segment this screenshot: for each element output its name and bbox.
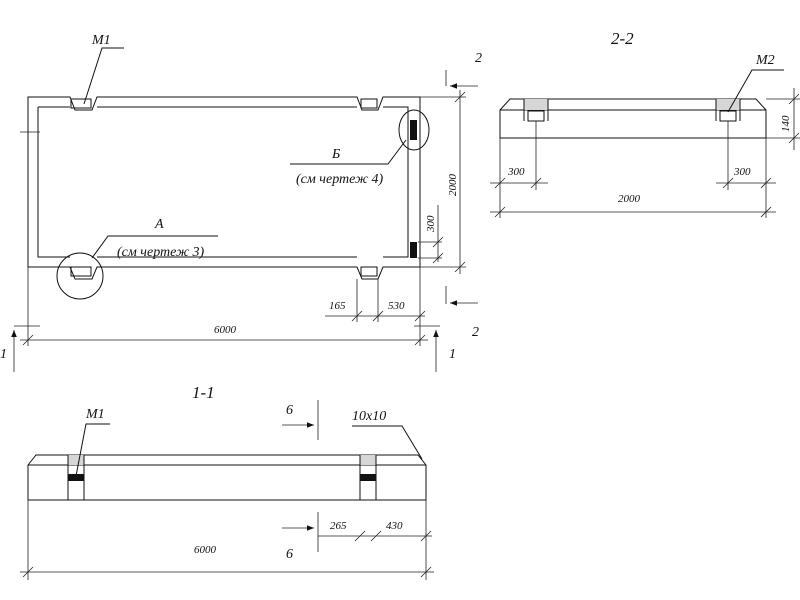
dim-tick: [432, 236, 444, 248]
callout-a-circle: [56, 252, 104, 300]
plan-plate-bottom-right: [360, 266, 378, 277]
section-1-1-insert-left: [68, 474, 84, 481]
callout-b-circle: [398, 109, 430, 151]
dim-tick: [454, 91, 466, 103]
section-2-2-plate-left: [527, 110, 545, 122]
dim-300-label: 300: [425, 215, 437, 233]
cut-1-right-label: 1: [449, 347, 456, 362]
dim-tick: [454, 261, 466, 273]
callout-b-leader: [290, 139, 407, 165]
dim-530-label: 530: [388, 300, 405, 312]
dim-tick: [788, 93, 800, 105]
dim-length-label: 6000: [214, 324, 237, 336]
dim-430-label: 430: [386, 520, 403, 532]
dim-140-label: 140: [780, 115, 792, 132]
section-1-1-m1-leader: [75, 423, 110, 477]
plan-outline: [27, 96, 421, 280]
dim-tick: [722, 177, 734, 189]
section-2-2-plate-right: [719, 110, 737, 122]
m2-label: М2: [755, 53, 775, 68]
dim-tick: [494, 206, 506, 218]
m1-leader: [83, 47, 124, 105]
dim-tick: [370, 530, 382, 542]
dim-tick: [372, 310, 384, 322]
plan-plate-top-right: [360, 98, 378, 109]
dim-tick: [760, 177, 772, 189]
plan-inner-outline: [37, 106, 409, 258]
plan-insert-300: [410, 242, 417, 258]
section-2-2-wall-left: [524, 99, 548, 110]
cut-1-left-label: 1: [0, 347, 7, 362]
callout-a-ref: (см чертеж 3): [117, 245, 205, 260]
dim-tick: [351, 310, 363, 322]
plan-plate-m1-top-left: [70, 98, 92, 109]
section-1-1-wall-left: [68, 455, 84, 465]
cut-6-bottom-label: 6: [286, 547, 293, 562]
chamfer-leader: [352, 425, 423, 460]
plan-plate-bottom-left: [70, 266, 92, 277]
dim-tick: [22, 334, 34, 346]
dim-tick: [22, 566, 34, 578]
dim-height-label: 2000: [447, 174, 459, 197]
m2-leader: [727, 69, 784, 113]
cut-6-top-label: 6: [286, 403, 293, 418]
dim-tick: [354, 530, 366, 542]
dim-tick: [420, 530, 432, 542]
callout-a-leader: [91, 235, 218, 259]
dim-tick: [420, 566, 432, 578]
dim-tick: [432, 252, 444, 264]
dim-tick: [414, 334, 426, 346]
dim-tick: [530, 177, 542, 189]
dim-tick: [494, 177, 506, 189]
section-1-1-m1-label: М1: [85, 407, 105, 422]
plan-view: М1 Б (см чертеж 4) А (см чертеж 3) 2000 …: [0, 33, 482, 372]
dim-165-label: 165: [329, 300, 346, 312]
plan-insert-b: [410, 120, 417, 140]
m1-label: М1: [91, 33, 111, 48]
dim-265-label: 265: [330, 520, 347, 532]
dim-300-right-label: 300: [733, 166, 751, 178]
cut-2-bottom-label: 2: [472, 325, 479, 340]
section-1-1-wall-right: [360, 455, 376, 465]
dim-tick: [760, 206, 772, 218]
cut-2-top-label: 2: [475, 51, 482, 66]
callout-a-letter: А: [154, 217, 164, 232]
section-2-2: 2-2 М2 140 300 300: [490, 29, 800, 218]
chamfer-label: 10x10: [352, 409, 386, 424]
section-2-2-title: 2-2: [611, 29, 634, 48]
dim-length-1-1-label: 6000: [194, 544, 217, 556]
section-1-1-title: 1-1: [192, 383, 215, 402]
dim-300-left-label: 300: [507, 166, 525, 178]
callout-b-letter: Б: [331, 147, 340, 162]
callout-b-ref: (см чертеж 4): [296, 172, 384, 187]
dim-tick: [788, 132, 800, 144]
section-2-2-wall-right: [716, 99, 740, 110]
section-1-1: 1-1 М1 10x10 6 6 265 430: [20, 383, 434, 580]
dim-width-label: 2000: [618, 193, 641, 205]
section-1-1-insert-right: [360, 474, 376, 481]
